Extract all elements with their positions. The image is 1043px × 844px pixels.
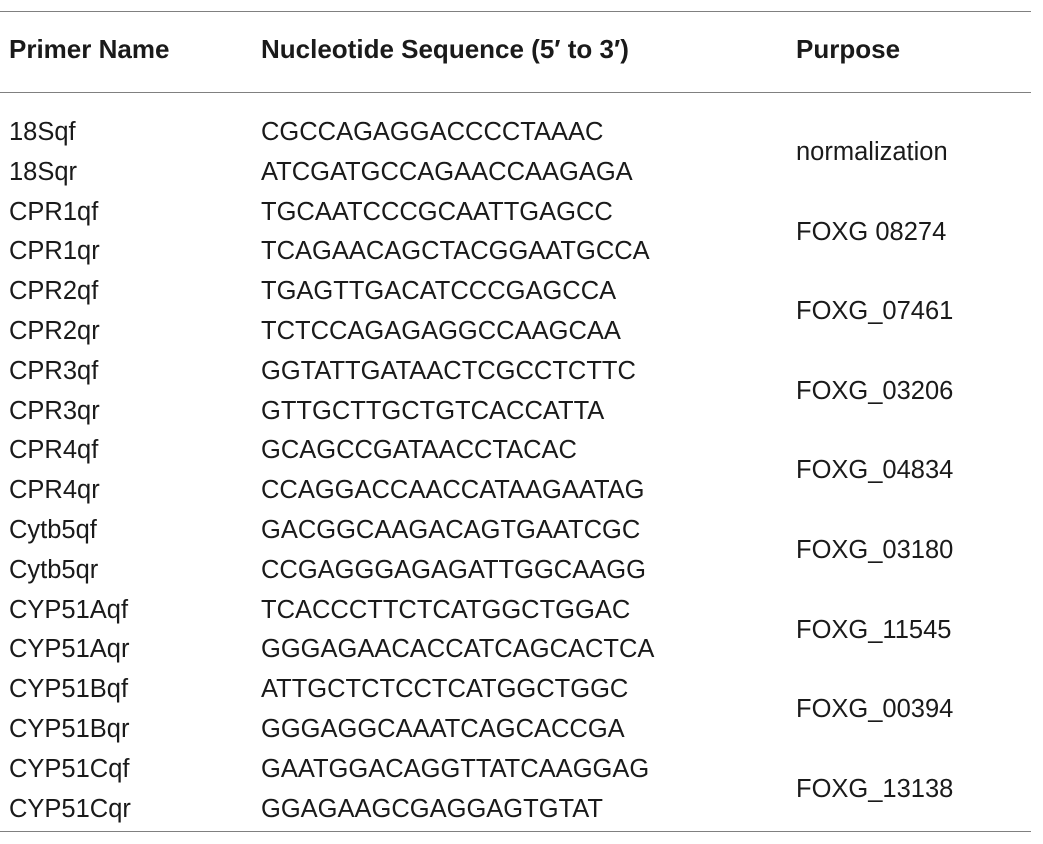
purpose-cell: FOXG_00394	[796, 695, 954, 724]
primer-pair: Cytb5qf GACGGCAAGACAGTGAATCGC Cytb5qr CCGAG…	[0, 511, 1031, 591]
table-row: CYP51Bqf ATTGCTCTCCTCATGGCTGGC	[0, 670, 1031, 710]
sequence-cell: CGCCAGAGGACCCCTAAAC	[261, 118, 604, 146]
purpose-cell: FOXG_07461	[796, 297, 954, 326]
primer-name-cell: CYP51Bqr	[9, 714, 130, 743]
sequence-cell: TCTCCAGAGAGGCCAAGCAA	[261, 316, 621, 345]
sequence-cell: TGCAATCCCGCAATTGAGCC	[261, 197, 613, 226]
table-row: CYP51Aqr GGGAGAACACCATCAGCACTCA	[0, 630, 1031, 670]
table-top-rule	[0, 11, 1031, 12]
table-row: CPR3qf GGTATTGATAACTCGCCTCTTC	[0, 352, 1031, 392]
table-header-rule	[0, 92, 1031, 93]
table-row: Cytb5qr CCGAGGGAGAGATTGGCAAGG	[0, 551, 1031, 591]
table-row: 18Sqf CGCCAGAGGACCCCTAAAC	[0, 113, 1031, 153]
table-row: CPR2qr TCTCCAGAGAGGCCAAGCAA	[0, 312, 1031, 352]
sequence-cell: CCGAGGGAGAGATTGGCAAGG	[261, 555, 646, 584]
purpose-cell: FOXG_13138	[796, 774, 954, 803]
primer-name-cell: CPR1qr	[9, 237, 100, 266]
sequence-cell: GACGGCAAGACAGTGAATCGC	[261, 515, 641, 544]
sequence-cell: CCAGGACCAACCATAAGAATAG	[261, 476, 645, 505]
sequence-cell: GGAGAAGCGAGGAGTGTAT	[261, 794, 603, 823]
header-purpose: Purpose	[796, 34, 901, 64]
primer-name-cell: CYP51Aqr	[9, 635, 130, 664]
purpose-cell: FOXG 08274	[796, 217, 947, 246]
table-row: CYP51Bqr GGGAGGCAAATCAGCACCGA	[0, 710, 1031, 750]
sequence-cell: GCAGCCGATAACCTACAC	[261, 436, 577, 465]
table-header: Primer Name Nucleotide Sequence (5′ to 3…	[0, 30, 1031, 74]
primer-pair: CPR3qf GGTATTGATAACTCGCCTCTTC CPR3qr GTTGCT…	[0, 352, 1031, 432]
purpose-cell: FOXG_03206	[796, 376, 954, 405]
primer-name-cell: CPR3qf	[9, 356, 99, 385]
header-nucleotide-sequence: Nucleotide Sequence (5′ to 3′)	[261, 34, 629, 64]
purpose-cell: FOXG_11545	[796, 615, 952, 644]
primer-name-cell: CYP51Aqf	[9, 595, 129, 624]
sequence-cell: TCAGAACAGCTACGGAATGCCA	[261, 237, 650, 266]
purpose-cell: FOXG_04834	[796, 456, 954, 485]
sequence-cell: GGGAGGCAAATCAGCACCGA	[261, 714, 625, 743]
primer-name-cell: CPR1qf	[9, 197, 99, 226]
table-row: CYP51Cqf GAATGGACAGGTTATCAAGGAG	[0, 750, 1031, 790]
table-row: CPR1qr TCAGAACAGCTACGGAATGCCA	[0, 232, 1031, 272]
primer-name-cell: CYP51Bqf	[9, 675, 129, 704]
primer-name-cell: 18Sqf	[9, 118, 76, 146]
table-row: Cytb5qf GACGGCAAGACAGTGAATCGC	[0, 511, 1031, 551]
sequence-cell: TGAGTTGACATCCCGAGCCA	[261, 277, 617, 306]
table-row: CYP51Cqr GGAGAAGCGAGGAGTGTAT	[0, 790, 1031, 830]
primer-pair: CPR1qf TGCAATCCCGCAATTGAGCC CPR1qr TCAGAACA…	[0, 193, 1031, 273]
sequence-cell: GGTATTGATAACTCGCCTCTTC	[261, 356, 636, 385]
primer-name-cell: 18Sqr	[9, 157, 78, 186]
table-row: CPR3qr GTTGCTTGCTGTCACCATTA	[0, 392, 1031, 432]
table-body: 18Sqf CGCCAGAGGACCCCTAAAC 18Sqr ATCGATGCCAG…	[0, 113, 1031, 829]
sequence-cell: ATTGCTCTCCTCATGGCTGGC	[261, 675, 629, 704]
table-row: 18Sqr ATCGATGCCAGAACCAAGAGA	[0, 153, 1031, 193]
primer-name-cell: CPR2qr	[9, 316, 100, 345]
table-bottom-rule	[0, 831, 1031, 832]
sequence-cell: GTTGCTTGCTGTCACCATTA	[261, 396, 605, 425]
primer-pair: CYP51Bqf ATTGCTCTCCTCATGGCTGGC CYP51Bqr GGG…	[0, 670, 1031, 750]
primer-pair: CYP51Cqf GAATGGACAGGTTATCAAGGAG CYP51Cqr GG…	[0, 750, 1031, 830]
primer-name-cell: CPR4qr	[9, 476, 100, 505]
table-row: CYP51Aqf TCACCCTTCTCATGGCTGGAC	[0, 591, 1031, 631]
table-row: CPR2qf TGAGTTGACATCCCGAGCCA	[0, 272, 1031, 312]
sequence-cell: ATCGATGCCAGAACCAAGAGA	[261, 157, 633, 186]
primer-name-cell: Cytb5qf	[9, 515, 97, 544]
sequence-cell: TCACCCTTCTCATGGCTGGAC	[261, 595, 631, 624]
primer-name-cell: CYP51Cqf	[9, 754, 130, 783]
table-row: CPR4qf GCAGCCGATAACCTACAC	[0, 431, 1031, 471]
sequence-cell: GGGAGAACACCATCAGCACTCA	[261, 635, 655, 664]
primer-pair: CPR2qf TGAGTTGACATCCCGAGCCA CPR2qr TCTCCAGA…	[0, 272, 1031, 352]
primer-name-cell: Cytb5qr	[9, 555, 99, 584]
purpose-cell: FOXG_03180	[796, 535, 954, 564]
primer-name-cell: CPR2qf	[9, 277, 99, 306]
sequence-cell: GAATGGACAGGTTATCAAGGAG	[261, 754, 650, 783]
primer-pair: CPR4qf GCAGCCGATAACCTACAC CPR4qr CCAGGACCAA…	[0, 431, 1031, 511]
table-row: CPR4qr CCAGGACCAACCATAAGAATAG	[0, 471, 1031, 511]
primer-pair: 18Sqf CGCCAGAGGACCCCTAAAC 18Sqr ATCGATGCCAG…	[0, 113, 1031, 193]
purpose-cell: normalization	[796, 138, 948, 166]
primer-name-cell: CPR4qf	[9, 436, 99, 465]
header-primer-name: Primer Name	[9, 34, 170, 64]
primer-name-cell: CYP51Cqr	[9, 794, 131, 823]
primer-name-cell: CPR3qr	[9, 396, 100, 425]
primer-pair: CYP51Aqf TCACCCTTCTCATGGCTGGAC CYP51Aqr GGG…	[0, 591, 1031, 671]
table-row: CPR1qf TGCAATCCCGCAATTGAGCC	[0, 193, 1031, 233]
